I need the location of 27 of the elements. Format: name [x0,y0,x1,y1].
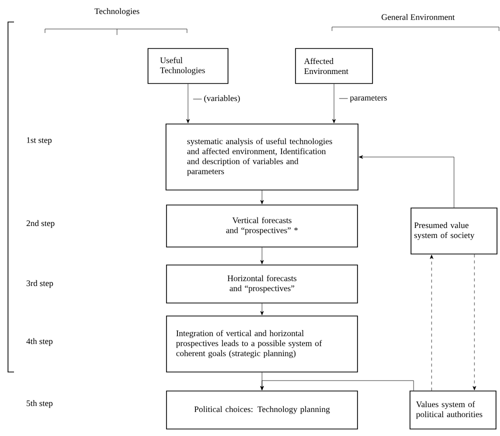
arrow [260,247,264,264]
edge-label: — parameters [339,96,387,102]
step-label: 4th step [26,338,53,346]
arrow [260,303,264,316]
process-box: Integration of vertical and horizontal prospectives leads to a possible system of coherent goals (strategic planning) [166,316,358,372]
arrow [358,155,454,208]
arrow [332,84,336,124]
dashed-arrow [430,254,434,391]
process-box: Useful Technologies [148,48,228,84]
step-label: 5th step [26,400,53,408]
arrow [186,84,190,124]
arrow [260,380,414,391]
process-box: Horizontal forecasts and “prospectives” [166,264,358,304]
process-box: Presumed value system of society [410,208,498,254]
arrow [260,190,264,204]
step-label: 1st step [26,137,52,145]
edge-label: — (variables) [193,95,240,103]
process-box: Affected Environment [295,48,373,84]
process-box: Vertical forecasts and “prospectives” * [166,204,358,248]
process-box: Political choices: Technology planning [166,390,358,430]
dashed-arrow [472,254,476,390]
process-box: systematic analysis of useful technologies and affected environment, Identification and description of variables and parameters [166,124,358,190]
group-label: General Environment [382,14,455,20]
process-box: Values system of political authorities [410,390,496,430]
group-label: Technologies [94,8,140,16]
step-label: 2nd step [26,220,54,228]
step-label: 3rd step [26,280,54,288]
